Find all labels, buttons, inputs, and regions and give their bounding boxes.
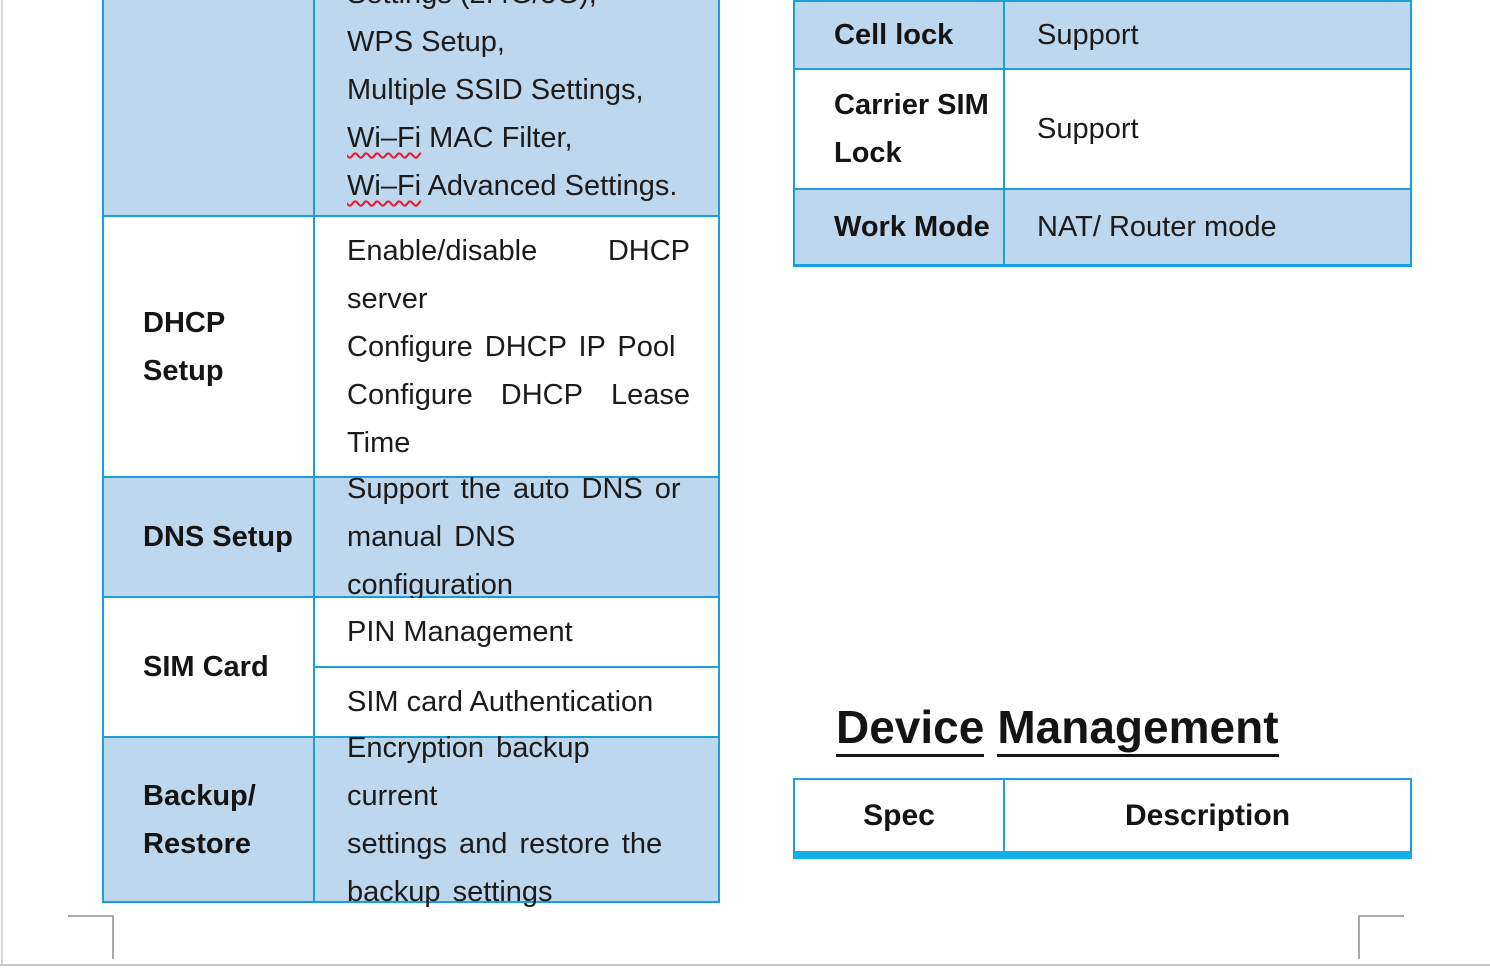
backup-line-1: Encryption backup current (347, 731, 590, 812)
dhcp-line-1: Enable/disable DHCP (347, 227, 690, 275)
cell-lock-value-text: Support (1037, 19, 1139, 51)
wps-setup-line: WPS Setup, (347, 26, 505, 58)
wifi-settings-table: Settings (2.4G/5G), WPS Setup, Multiple … (102, 0, 720, 908)
misspelling-squiggle: Wi–Fi (347, 122, 422, 154)
sim-card-label: SIM Card (104, 598, 313, 736)
wifi-row-label-cell (104, 0, 313, 215)
dns-line-2: manual DNS configuration (347, 521, 516, 601)
mac-filter-text: MAC Filter, (421, 122, 573, 154)
backup-label-line2: Restore (143, 827, 251, 860)
wifi-advanced-line: Wi–Fi Advanced Settings. (347, 162, 690, 210)
dns-setup-label: DNS Setup (104, 478, 313, 596)
margin-corner-mark-left (68, 915, 114, 959)
backup-line-2: settings and restore the (347, 827, 663, 860)
sim-auth-subrow: SIM card Authentication (347, 668, 690, 736)
margin-corner-mark-right (1358, 915, 1404, 959)
cell-lock-value: Support (1005, 2, 1410, 68)
description-column-header: Description (1005, 780, 1410, 851)
dhcp-setup-label: DHCP Setup (104, 217, 313, 476)
carrier-sim-lock-label: Carrier SIM Lock (795, 70, 1003, 188)
heading-word-management: Management (997, 704, 1279, 757)
dhcp-line-4: Configure DHCP Lease (347, 371, 690, 419)
dhcp-line-4c: Lease (610, 378, 690, 411)
pin-management-subrow: PIN Management (347, 598, 690, 666)
page-bottom-edge (0, 964, 1490, 966)
page-left-edge (1, 0, 3, 964)
dhcp-line-1b: DHCP (607, 234, 690, 267)
dhcp-line-4b: DHCP (500, 378, 583, 411)
work-mode-value-text: NAT/ Router mode (1037, 211, 1277, 243)
carrier-sim-lock-value: Support (1005, 70, 1410, 188)
dns-setup-content: Support the auto DNS or manual DNS confi… (315, 473, 718, 601)
subrow-divider (315, 666, 718, 668)
dns-line-1: Support the auto DNS or (347, 473, 681, 505)
carrier-sim-label-line1: Carrier SIM (834, 89, 989, 121)
spec-column-header: Spec (795, 780, 1003, 851)
cell-lock-label: Cell lock (795, 2, 1003, 68)
network-modes-table: Cell lock Support Carrier SIM Lock Suppo… (793, 0, 1412, 267)
backup-restore-content: Encryption backup current settings and r… (315, 732, 718, 908)
heading-word-device: Device (836, 704, 985, 757)
wifi-row-content-cell: Settings (2.4G/5G), WPS Setup, Multiple … (315, 0, 718, 215)
dhcp-line-2: server (347, 282, 428, 315)
wifi-mac-filter-line: Wi–Fi MAC Filter, (347, 114, 690, 162)
dhcp-line-1a: Enable/disable (347, 234, 538, 267)
carrier-sim-value-text: Support (1037, 113, 1139, 145)
dhcp-line-4a: Configure (347, 378, 473, 411)
work-mode-label: Work Mode (795, 190, 1003, 264)
sim-auth-text: SIM card Authentication (347, 686, 654, 718)
multiple-ssid-line: Multiple SSID Settings, (347, 74, 644, 106)
clipped-text-line: Settings (2.4G/5G), (347, 0, 690, 18)
backup-restore-label: Backup/ Restore (104, 738, 313, 901)
backup-label-line1: Backup/ (143, 779, 256, 812)
dhcp-setup-content: Enable/disable DHCP server Configure DHC… (315, 217, 718, 476)
advanced-settings-text: Advanced Settings. (421, 170, 678, 202)
carrier-sim-label-line2: Lock (834, 137, 902, 169)
device-management-table: Spec Description (793, 778, 1412, 859)
dhcp-line-5: Time (347, 426, 411, 459)
dhcp-line-3: Configure DHCP IP Pool (347, 330, 676, 363)
misspelling-squiggle: Wi–Fi (347, 170, 422, 202)
backup-line-3: backup settings (347, 875, 553, 908)
work-mode-value: NAT/ Router mode (1005, 190, 1410, 264)
sim-card-content: PIN Management SIM card Authentication (315, 598, 718, 736)
pin-management-text: PIN Management (347, 616, 573, 648)
